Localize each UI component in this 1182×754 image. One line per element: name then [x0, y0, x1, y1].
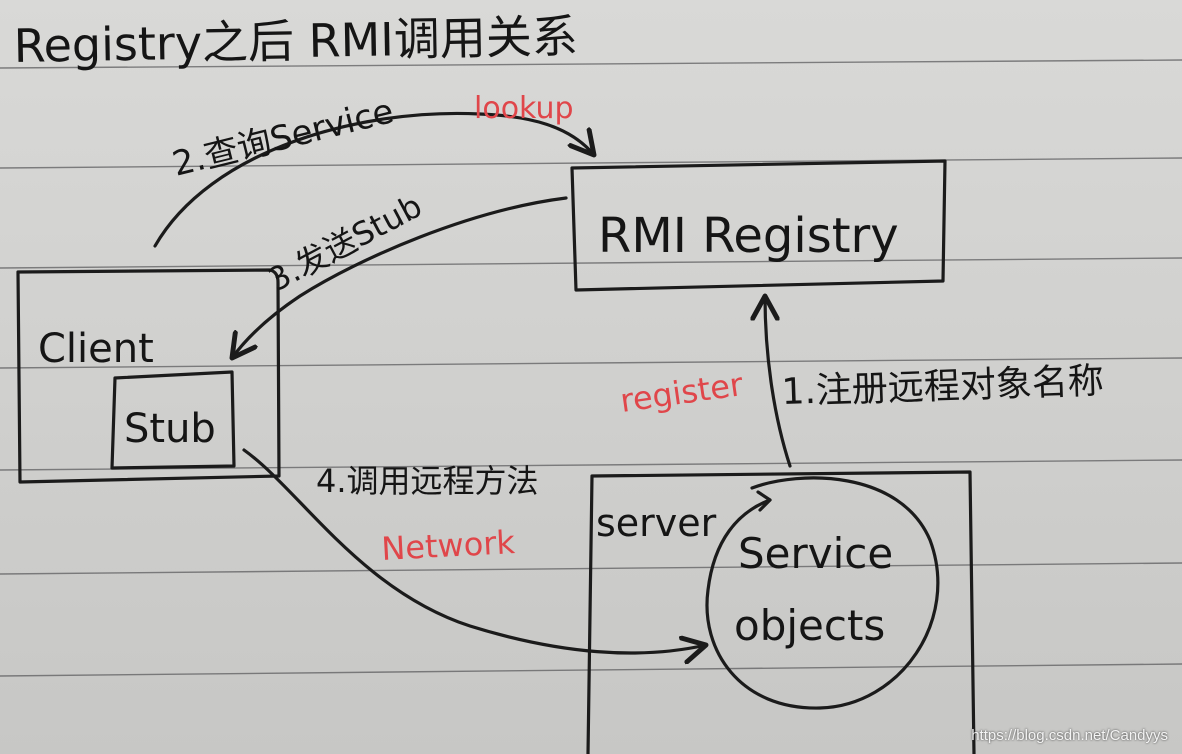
server-label: server: [596, 501, 717, 545]
lookup-arrow: [153, 111, 594, 248]
stub-box: [110, 370, 236, 470]
circle-tick-arrow: [756, 490, 772, 512]
service-label-line2: objects: [734, 601, 885, 650]
register-tag: register: [618, 365, 746, 420]
registry-box: [570, 159, 947, 292]
registry-node: RMI Registry: [570, 159, 947, 292]
stub-label: Stub: [124, 406, 216, 452]
register-arrow: [765, 296, 792, 468]
invoke-step-label: 4.调用远程方法: [316, 462, 539, 500]
diagram-title: Registry之后 RMI调用关系: [13, 9, 578, 73]
server-node: server Service objects: [586, 470, 976, 754]
watermark: https://blog.csdn.net/Candyys: [971, 727, 1168, 744]
lookup-step-label: 2.查询Service: [169, 91, 398, 185]
lookup-tag: lookup: [474, 91, 574, 126]
client-label: Client: [38, 326, 154, 372]
send-stub-arrow: [232, 196, 568, 358]
client-box: [16, 268, 281, 484]
send-stub-edge: 3.发送Stub: [232, 187, 568, 358]
invoke-arrow: [242, 448, 706, 653]
register-step-label: 1.注册远程对象名称: [781, 361, 1105, 413]
service-label-line1: Service: [738, 529, 893, 578]
register-edge: register 1.注册远程对象名称: [618, 296, 1105, 468]
network-tag: Network: [380, 523, 516, 568]
invoke-edge: 4.调用远程方法 Network: [242, 448, 706, 653]
server-box: [586, 470, 976, 754]
service-objects-circle: [705, 476, 940, 710]
client-node: Client Stub: [16, 268, 281, 484]
registry-label: RMI Registry: [598, 208, 899, 264]
